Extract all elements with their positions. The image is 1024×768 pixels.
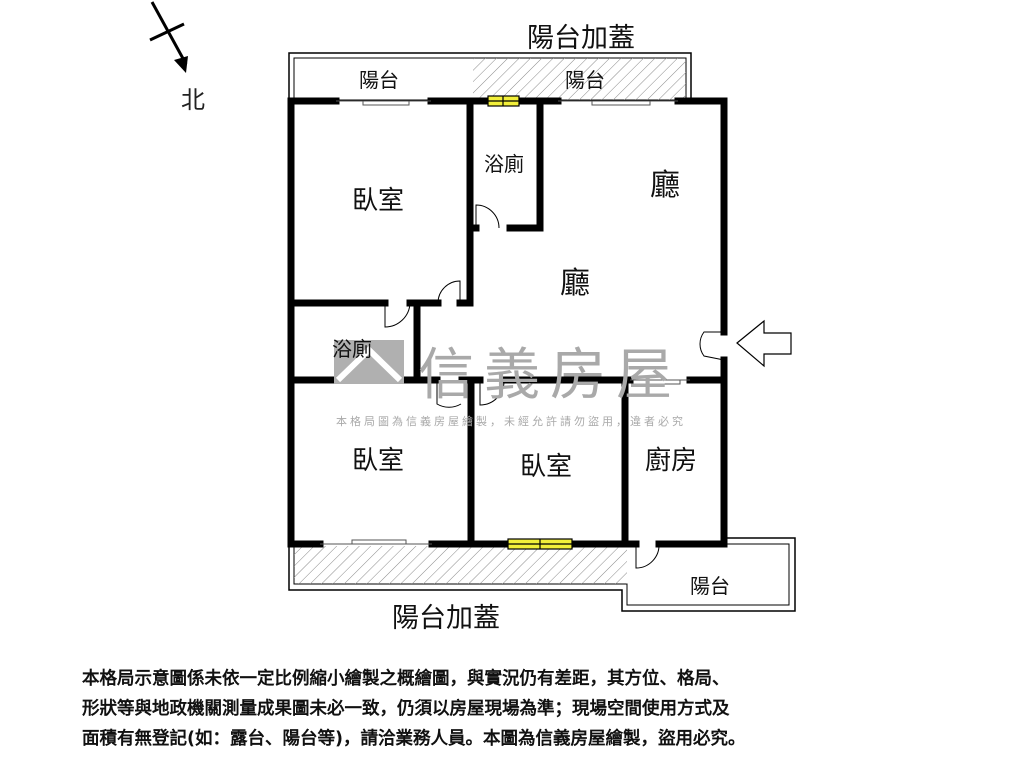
living-center-label: 廳 — [560, 266, 590, 301]
walls — [287, 97, 728, 548]
balcony-top-right-label: 陽台 — [565, 68, 605, 92]
bedroom-s-label: 臥室 — [520, 452, 573, 482]
disclaimer-line: 本格局示意圖係未依一定比例縮小繪製之概繪圖，與實況仍有差距，其方位、格局、 — [82, 669, 730, 689]
windows — [487, 95, 573, 550]
watermark-logo-icon — [334, 340, 404, 384]
watermark-notice: 本格局圖為信義房屋繪製，未經允許請勿盜用，違者必究 — [336, 415, 686, 428]
covered-balcony-top-label: 陽台加蓋 — [527, 23, 635, 54]
north-label: 北 — [181, 86, 205, 114]
bath-left-label: 浴廁 — [332, 337, 372, 361]
disclaimer-line: 形狀等與地政機關測量成果圖未必一致，仍須以房屋現場為準；現場空間使用方式及 — [82, 699, 730, 719]
north-arrow-icon — [149, 1, 188, 73]
entrance-arrow-icon — [736, 319, 792, 368]
kitchen-label: 廚房 — [645, 446, 698, 476]
disclaimer-line: 面積有無登記(如：露台、陽台等)，請洽業務人員。本圖為信義房屋繪製，盜用必究。 — [82, 729, 746, 749]
bath-upper-label: 浴廁 — [484, 152, 524, 176]
watermark-brand: 信義房屋 — [418, 343, 682, 408]
balcony-bottom-right-label: 陽台 — [690, 574, 730, 598]
covered-balcony-bottom-label: 陽台加蓋 — [392, 603, 500, 634]
bottom-balcony — [288, 537, 796, 612]
living-upper-label: 廳 — [650, 168, 680, 203]
top-balcony — [288, 52, 692, 101]
sliding-doors — [320, 100, 690, 545]
bedroom-sw-label: 臥室 — [352, 446, 405, 476]
swing-doors — [384, 204, 725, 569]
balcony-top-left-label: 陽台 — [359, 68, 399, 92]
bedroom-nw-label: 臥室 — [352, 186, 405, 216]
disclaimer: 本格局示意圖係未依一定比例縮小繪製之概繪圖，與實況仍有差距，其方位、格局、 形狀… — [82, 664, 982, 754]
